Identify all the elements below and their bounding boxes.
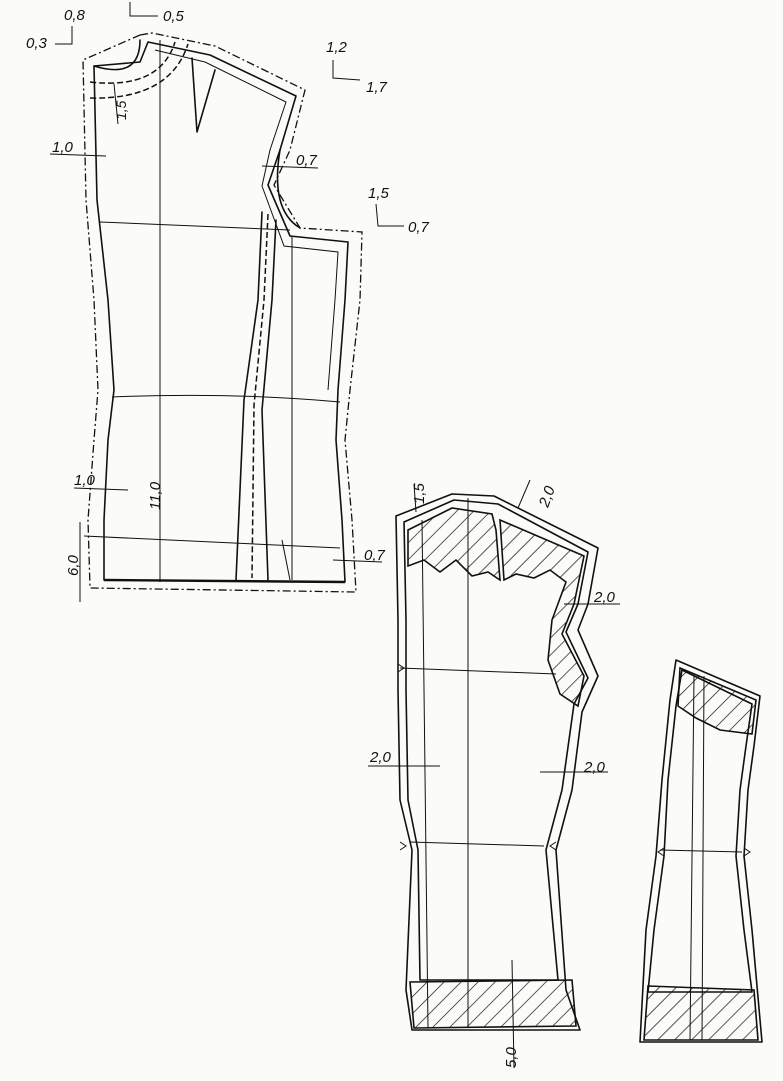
front-hem — [103, 578, 346, 584]
front-neckline — [93, 39, 141, 71]
label-back-c: 2,0 — [593, 589, 616, 606]
tick-i — [375, 203, 404, 227]
label-front-j: 0,7 — [408, 219, 430, 236]
back-hem-facing — [409, 979, 577, 1029]
front-waist-line — [111, 394, 341, 403]
side-notch-1 — [657, 847, 665, 857]
back-tick-f — [511, 959, 515, 1069]
back-armhole-facing — [499, 518, 585, 708]
front-side-seam-2 — [261, 219, 277, 581]
front-armhole — [276, 149, 301, 229]
label-back-a: 1,5 — [411, 482, 428, 504]
label-back-e: 2,0 — [583, 759, 606, 776]
back-inner-line — [421, 519, 429, 1029]
tick-f — [113, 83, 119, 125]
back-shoulder-facing — [407, 507, 501, 582]
label-front-l: 11,0 — [147, 481, 164, 510]
side-waist-line — [659, 849, 743, 853]
front-pattern-piece: 0,8 0,3 0,5 1,2 1,7 1,5 1,0 0,7 1,5 0,7 … — [26, 2, 430, 602]
side-inner-line-2 — [701, 675, 705, 1041]
label-front-b: 0,3 — [26, 35, 48, 52]
label-back-d: 2,0 — [369, 749, 392, 766]
label-front-a: 0,8 — [64, 7, 86, 24]
back-pattern-piece: 1,5 2,0 2,0 2,0 2,0 5,0 — [368, 479, 620, 1069]
front-allowance-outline — [82, 32, 363, 593]
tick-c — [129, 2, 158, 17]
front-side-seam-1 — [235, 211, 263, 581]
label-front-e: 1,7 — [366, 79, 388, 96]
tick-g — [49, 153, 107, 157]
label-back-f: 5,0 — [503, 1046, 520, 1068]
front-inner-outline — [154, 49, 339, 391]
label-back-b: 2,0 — [535, 483, 559, 510]
front-neckline-allowance — [89, 41, 176, 84]
front-main-outline — [93, 41, 349, 583]
side-top-facing — [677, 666, 757, 735]
tick-k — [73, 487, 129, 491]
front-chest-line — [99, 221, 291, 231]
label-front-n: 0,7 — [364, 547, 386, 564]
label-front-d: 1,2 — [326, 39, 348, 56]
back-notch-2 — [399, 841, 407, 851]
back-tick-a — [413, 483, 417, 513]
back-notch-3 — [549, 841, 557, 851]
back-notch-1 — [397, 663, 405, 673]
back-tick-b — [517, 479, 531, 509]
front-side-seam-3 — [251, 213, 269, 579]
label-front-f: 1,5 — [113, 100, 129, 120]
side-notch-2 — [743, 847, 751, 857]
front-shoulder-dart — [191, 57, 216, 133]
back-inner-outline — [403, 499, 589, 981]
side-inner-line-1 — [689, 675, 695, 1041]
label-front-c: 0,5 — [163, 8, 185, 25]
label-front-m: 6,0 — [65, 554, 82, 576]
front-hem-arrow — [281, 539, 291, 581]
label-front-g: 1,0 — [52, 139, 74, 156]
back-waist-line — [409, 841, 545, 847]
label-front-h: 0,7 — [296, 152, 318, 169]
tick-n — [332, 559, 383, 563]
tick-d — [332, 60, 361, 81]
front-neckline-allowance-2 — [89, 43, 189, 99]
label-front-i: 1,5 — [368, 185, 390, 202]
tick-h — [261, 165, 319, 169]
tick-a — [55, 26, 73, 45]
side-outer-outline — [639, 659, 763, 1043]
side-pattern-piece — [639, 659, 763, 1043]
side-hem-facing — [643, 985, 759, 1041]
front-hip-line — [83, 535, 341, 549]
back-chest-line — [399, 667, 557, 675]
label-front-k: 1,0 — [74, 472, 96, 489]
